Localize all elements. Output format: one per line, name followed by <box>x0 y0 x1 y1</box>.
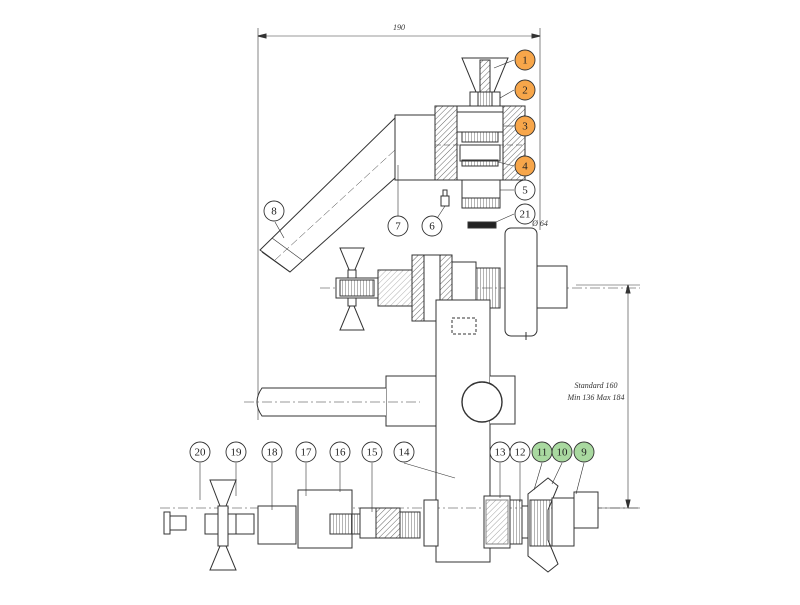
callout-number: 6 <box>429 221 435 233</box>
callout-number: 9 <box>581 447 587 459</box>
bottom-exploded-row <box>160 477 640 573</box>
standard-height-label: Standard 160 <box>574 381 617 390</box>
callout-2: 2 <box>514 79 536 101</box>
callout-1: 1 <box>514 49 536 71</box>
callout-19: 19 <box>225 441 247 463</box>
callout-leaders <box>199 59 585 512</box>
overall-width-label: 190 <box>393 23 405 32</box>
callout-number: 18 <box>267 447 279 459</box>
callout-7: 7 <box>387 215 409 237</box>
callout-number: 14 <box>399 447 411 459</box>
callout-number: 10 <box>557 447 569 459</box>
callout-8: 8 <box>263 200 285 222</box>
callout-number: 5 <box>522 185 528 197</box>
callout-number: 7 <box>395 221 401 233</box>
callout-6: 6 <box>421 215 443 237</box>
callout-4: 4 <box>514 155 536 177</box>
callout-number: 13 <box>495 447 507 459</box>
callout-circle <box>514 179 536 201</box>
callout-circle <box>393 441 415 463</box>
callout-17: 17 <box>295 441 317 463</box>
callout-12: 12 <box>509 441 531 463</box>
callout-circle <box>531 441 553 463</box>
callout-number: 19 <box>231 447 243 459</box>
callout-number: 2 <box>522 85 528 97</box>
callout-14: 14 <box>393 441 415 463</box>
top-valve-bonnet <box>434 57 526 229</box>
callout-number: 12 <box>515 447 526 459</box>
callout-5: 5 <box>514 179 536 201</box>
central-body <box>244 299 516 563</box>
callout-11: 11 <box>531 441 553 463</box>
callout-circle <box>489 441 511 463</box>
callout-10: 10 <box>551 441 573 463</box>
callout-circle <box>225 441 247 463</box>
callout-circle <box>263 200 285 222</box>
callout-13: 13 <box>489 441 511 463</box>
callout-circle <box>387 215 409 237</box>
callout-16: 16 <box>329 441 351 463</box>
callout-21: 21 <box>514 203 536 225</box>
callout-18: 18 <box>261 441 283 463</box>
callout-circle <box>514 79 536 101</box>
callout-circle <box>514 49 536 71</box>
callout-circle <box>361 441 383 463</box>
callout-number: 4 <box>522 161 528 173</box>
callout-circle <box>514 155 536 177</box>
callout-15: 15 <box>361 441 383 463</box>
callout-number: 15 <box>367 447 379 459</box>
callout-20: 20 <box>189 441 211 463</box>
callout-circle <box>514 203 536 225</box>
diameter-label: Ø 64 <box>531 219 548 228</box>
callout-circle <box>189 441 211 463</box>
callout-number: 3 <box>522 121 528 133</box>
callout-circle <box>514 115 536 137</box>
callout-number: 1 <box>522 55 528 67</box>
dimension-overall-width <box>257 28 541 420</box>
callout-circle <box>329 441 351 463</box>
callout-circle <box>295 441 317 463</box>
callout-number: 16 <box>335 447 347 459</box>
callout-circle <box>261 441 283 463</box>
callout-number: 20 <box>195 447 207 459</box>
callout-number: 11 <box>537 447 548 459</box>
callout-9: 9 <box>573 441 595 463</box>
callout-number: 17 <box>301 447 313 459</box>
callout-number: 21 <box>520 209 531 221</box>
callout-3: 3 <box>514 115 536 137</box>
angled-drain-tube <box>259 114 436 273</box>
height-range-label: Min 136 Max 184 <box>566 393 624 402</box>
callout-number: 8 <box>271 206 277 218</box>
callout-circle <box>421 215 443 237</box>
callout-circle <box>573 441 595 463</box>
